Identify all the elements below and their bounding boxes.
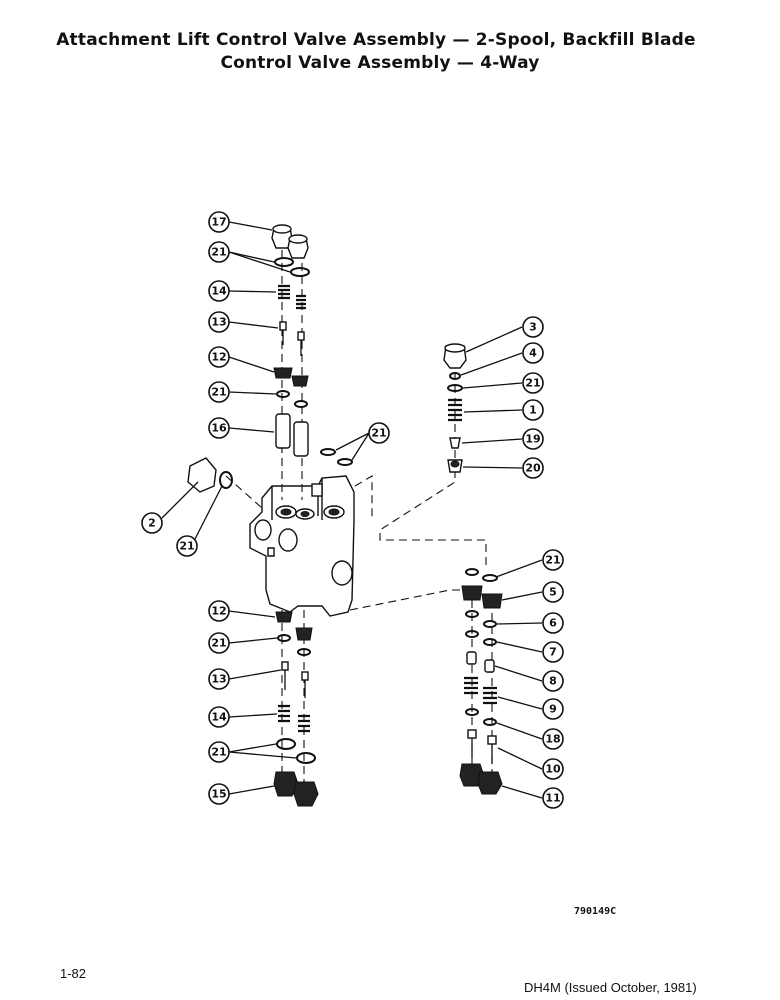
callout-label: 21: [525, 377, 540, 390]
callout-1: 1: [522, 399, 544, 421]
callout-label: 14: [211, 285, 227, 298]
right-upper-stack: [443, 343, 467, 473]
callout-label: 2: [148, 517, 156, 530]
callout-21: 21: [522, 372, 544, 394]
side-plug-2: [187, 457, 233, 493]
callout-21: 21: [208, 241, 230, 263]
callout-17: 17: [208, 211, 230, 233]
callout-8: 8: [542, 670, 564, 692]
callout-label: 21: [211, 386, 226, 399]
callout-10: 10: [542, 758, 564, 780]
leader-lines: [161, 221, 543, 799]
callout-label: 12: [211, 351, 226, 364]
callout-14: 14: [208, 706, 230, 728]
callout-21: 21: [208, 741, 230, 763]
upper-o-rings-21: [274, 257, 310, 277]
callout-label: 5: [549, 586, 557, 599]
callout-label: 6: [549, 617, 557, 630]
callout-3: 3: [522, 316, 544, 338]
spools-16: [275, 413, 309, 457]
callout-20: 20: [522, 457, 544, 479]
callout-label: 21: [545, 554, 560, 567]
callout-label: 17: [211, 216, 226, 229]
callout-18: 18: [542, 728, 564, 750]
callout-21: 21: [208, 632, 230, 654]
callout-15: 15: [208, 783, 230, 805]
lower-left-stack: [273, 611, 319, 807]
callout-label: 15: [211, 788, 226, 801]
upper-seats-12: [273, 367, 309, 387]
callout-label: 13: [211, 673, 226, 686]
callout-13: 13: [208, 311, 230, 333]
callout-label: 18: [545, 733, 560, 746]
upper-springs-14: [278, 284, 306, 310]
callout-label: 14: [211, 711, 227, 724]
callout-label: 21: [179, 540, 194, 553]
callout-label: 8: [549, 675, 557, 688]
valve-body: [249, 475, 355, 617]
callout-label: 4: [529, 347, 537, 360]
callout-7: 7: [542, 641, 564, 663]
callout-label: 21: [211, 637, 226, 650]
callout-label: 10: [545, 763, 561, 776]
upper-plugs-17: [271, 224, 309, 259]
callout-label: 7: [549, 646, 557, 659]
callout-label: 11: [545, 792, 560, 805]
callout-label: 3: [529, 321, 537, 334]
issue-footer: DH4M (Issued October, 1981): [524, 980, 697, 995]
callout-label: 21: [211, 746, 226, 759]
callout-14: 14: [208, 280, 230, 302]
page-title-line-1: Attachment Lift Control Valve Assembly —…: [56, 30, 696, 50]
callout-6: 6: [542, 612, 564, 634]
callout-5: 5: [542, 581, 564, 603]
callout-16: 16: [208, 417, 230, 439]
page-title-line-2: Control Valve Assembly — 4-Way: [220, 53, 540, 73]
callout-label: 19: [525, 433, 540, 446]
callout-label: 20: [525, 462, 541, 475]
figure-number: 790149C: [574, 906, 617, 917]
upper-pins-13: [279, 321, 305, 356]
callout-21: 21: [542, 549, 564, 571]
callout-label: 1: [529, 404, 537, 417]
callout-label: 12: [211, 605, 226, 618]
callout-12: 12: [208, 346, 230, 368]
callout-4: 4: [522, 342, 544, 364]
callout-2: 2: [141, 512, 163, 534]
callout-label: 21: [371, 427, 386, 440]
upper-small-rings-21: [276, 390, 308, 408]
callout-11: 11: [542, 787, 564, 809]
upper-right-rings-21: [320, 448, 353, 466]
callout-label: 16: [211, 422, 227, 435]
callout-9: 9: [542, 698, 564, 720]
callout-21: 21: [368, 422, 390, 444]
callout-label: 21: [211, 246, 226, 259]
callout-12: 12: [208, 600, 230, 622]
page-number: 1-82: [60, 966, 87, 981]
callout-label: 9: [549, 703, 557, 716]
callout-21: 21: [176, 535, 198, 557]
callout-13: 13: [208, 668, 230, 690]
callout-21: 21: [208, 381, 230, 403]
callout-label: 13: [211, 316, 226, 329]
callout-19: 19: [522, 428, 544, 450]
right-lower-stack: [459, 568, 503, 795]
